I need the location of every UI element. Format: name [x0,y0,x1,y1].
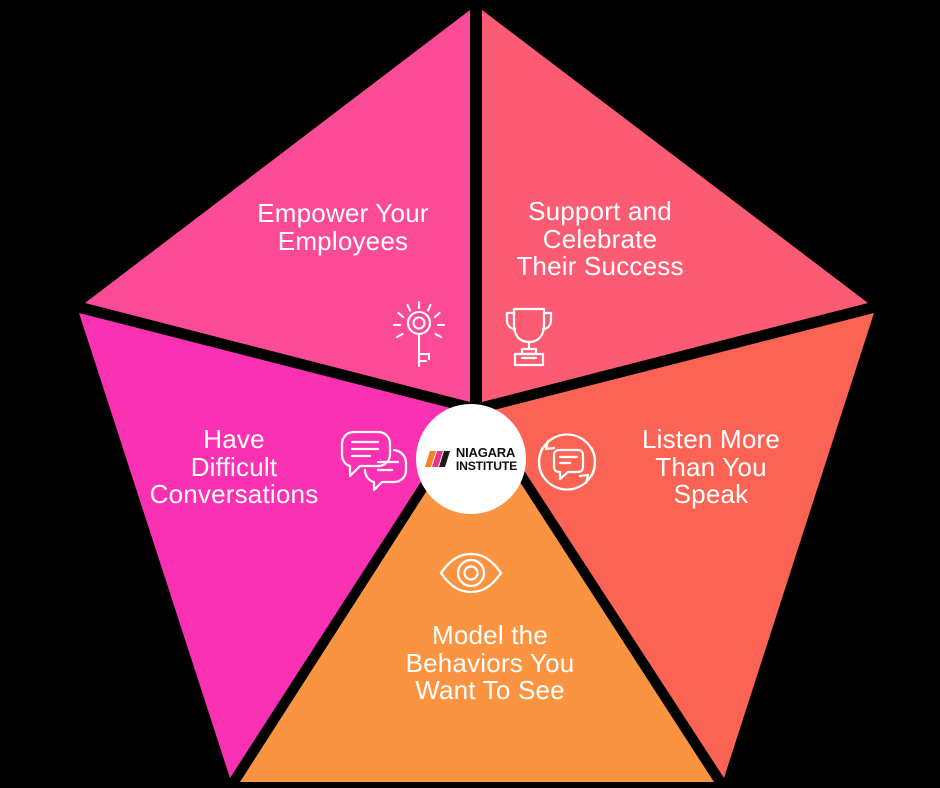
segment-listen[interactable] [486,313,874,778]
segment-support[interactable] [482,10,868,402]
niagara-bars-icon [424,450,450,467]
segment-model[interactable] [240,414,714,782]
segment-difficult[interactable] [79,313,466,778]
logo-line-2: INSTITUTE [455,458,518,473]
center-logo-badge[interactable]: NIAGARA INSTITUTE [416,404,526,514]
logo-line-1: NIAGARA [455,444,516,460]
segment-empower[interactable] [85,10,470,402]
